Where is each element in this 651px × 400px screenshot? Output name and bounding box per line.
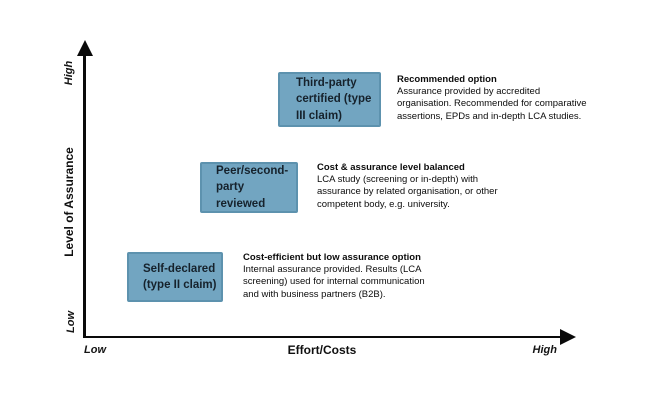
x-axis-arrow-icon <box>560 328 576 345</box>
option-box-peer-second-party-reviewed: Peer/second- party reviewed <box>200 162 298 213</box>
y-axis-low-label: Low <box>65 311 77 333</box>
description-title: Cost & assurance level balanced <box>317 162 465 173</box>
option-box-label: Peer/second- party reviewed <box>216 164 289 210</box>
x-axis-line <box>83 335 562 339</box>
description-third-party-certified: Recommended option Assurance provided by… <box>397 74 587 123</box>
description-body: Internal assurance provided. Results (LC… <box>243 264 425 300</box>
x-axis-high-label: High <box>532 344 557 356</box>
option-box-self-declared: Self-declared (type II claim) <box>127 252 223 302</box>
option-box-label: Self-declared (type II claim) <box>143 262 217 292</box>
description-self-declared: Cost-efficient but low assurance option … <box>243 252 425 301</box>
y-axis-title: Level of Assurance <box>62 147 76 257</box>
y-axis-arrow-icon <box>76 40 93 56</box>
y-axis-line <box>83 52 86 338</box>
description-peer-second-party-reviewed: Cost & assurance level balanced LCA stud… <box>317 162 498 211</box>
option-box-third-party-certified: Third-party certified (type III claim) <box>278 72 381 127</box>
description-title: Cost-efficient but low assurance option <box>243 252 421 263</box>
x-axis-low-label: Low <box>84 344 106 356</box>
description-title: Recommended option <box>397 74 497 85</box>
y-axis-high-label: High <box>63 60 75 86</box>
x-axis-title: Effort/Costs <box>287 343 357 357</box>
description-body: Assurance provided by accredited organis… <box>397 86 587 122</box>
option-box-label: Third-party certified (type III claim) <box>296 76 372 122</box>
description-body: LCA study (screening or in-depth) with a… <box>317 174 498 210</box>
